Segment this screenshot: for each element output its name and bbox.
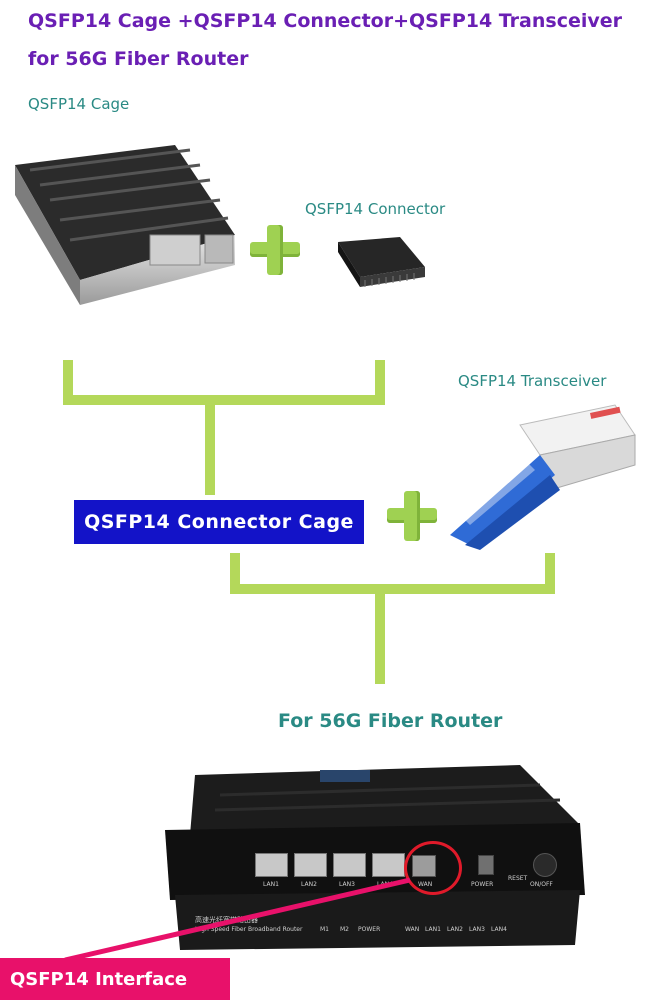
interface-pointer-line xyxy=(64,877,411,963)
connector-label: QSFP14 Connector xyxy=(305,200,446,218)
qsfp14-interface-label: QSFP14 Interface xyxy=(0,958,230,1000)
port-label-wan: WAN xyxy=(418,881,433,888)
port-label-onoff: ON/OFF xyxy=(530,881,553,888)
fiber-router-image: LAN1 LAN2 LAN3 LAN4 WAN POWER RESET ON/O… xyxy=(160,755,600,955)
led-label-wan: WAN xyxy=(405,926,420,933)
led-label-lan1: LAN1 xyxy=(425,926,441,933)
led-label-lan2: LAN2 xyxy=(447,926,463,933)
qsfp14-connector-image xyxy=(338,237,425,287)
port-label-reset: RESET xyxy=(508,875,528,882)
led-label-lan4: LAN4 xyxy=(491,926,507,933)
router-label: For 56G Fiber Router xyxy=(278,710,503,732)
qsfp14-cage-image xyxy=(15,145,235,305)
led-label-lan3: LAN3 xyxy=(469,926,485,933)
led-label-power: POWER xyxy=(358,926,381,933)
page-title-line1: QSFP14 Cage +QSFP14 Connector+QSFP14 Tra… xyxy=(28,10,623,32)
cage-label: QSFP14 Cage xyxy=(28,95,130,113)
led-label-m2: M2 xyxy=(340,926,349,933)
port-label-lan3: LAN3 xyxy=(339,881,355,888)
port-label-power: POWER xyxy=(471,881,494,888)
page-title-line2: for 56G Fiber Router xyxy=(28,48,249,70)
port-label-lan2: LAN2 xyxy=(301,881,317,888)
router-subtitle: High Speed Fiber Broadband Router xyxy=(195,926,303,933)
transceiver-label: QSFP14 Transceiver xyxy=(458,372,607,390)
connector-cage-box: QSFP14 Connector Cage xyxy=(74,500,364,544)
qsfp14-transceiver-image xyxy=(450,404,636,550)
led-label-m1: M1 xyxy=(320,926,329,933)
port-label-lan1: LAN1 xyxy=(263,881,279,888)
